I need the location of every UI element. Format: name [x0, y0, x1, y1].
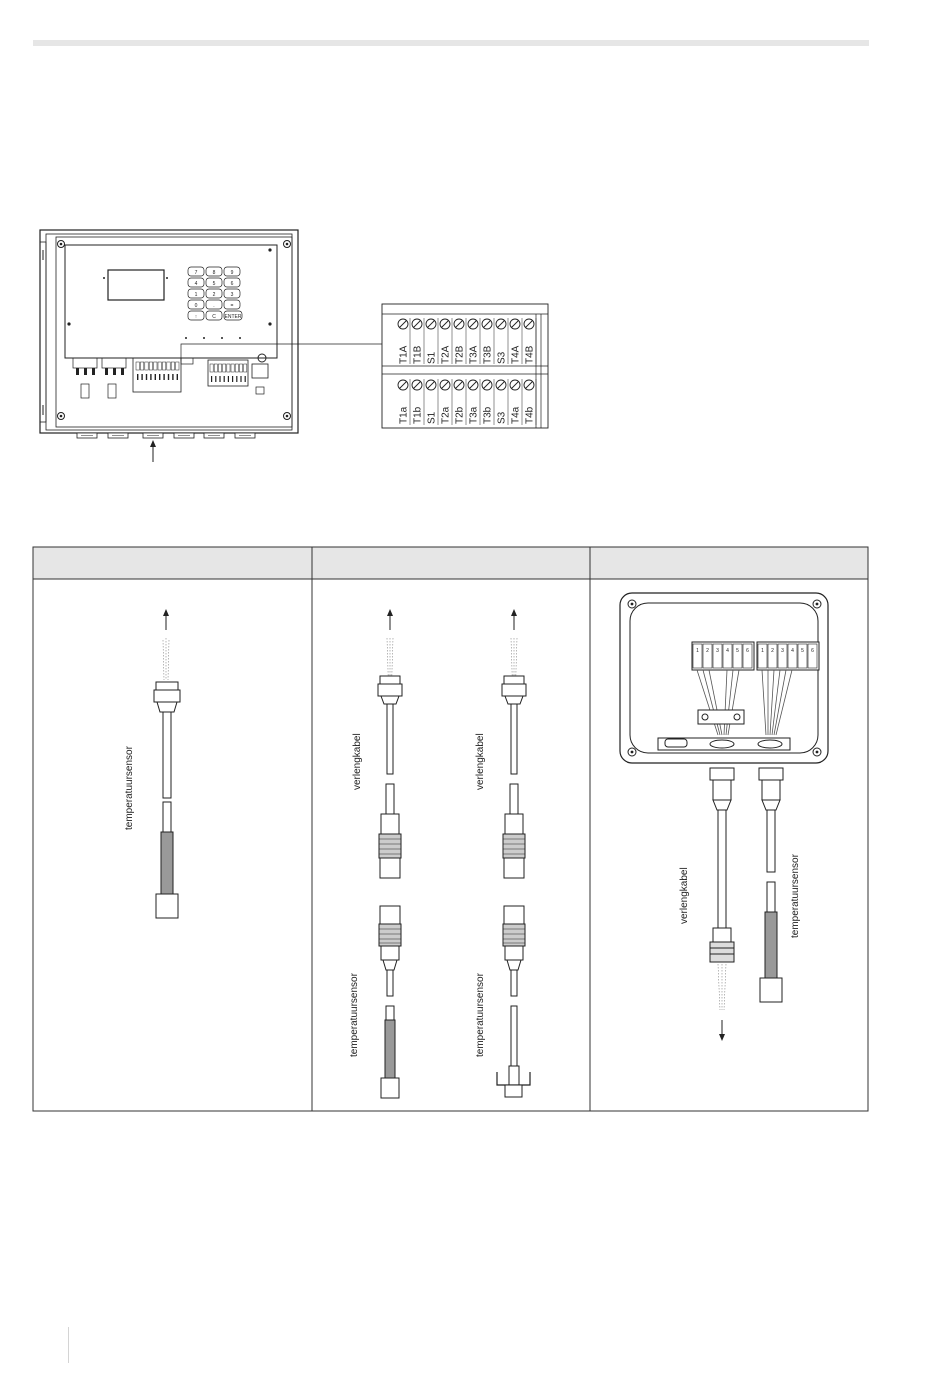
key-10: 0: [188, 300, 204, 309]
key-7: 1: [188, 289, 204, 298]
col2-ext-label-1: verlengkabel: [352, 733, 363, 790]
gland-3: [143, 433, 163, 438]
key-label: 5: [213, 281, 216, 287]
key-label: .: [213, 303, 214, 309]
key-label: 8: [213, 270, 216, 276]
key-6: 6: [224, 278, 240, 287]
header-bar: [33, 40, 869, 46]
terminal-label: T1b: [413, 406, 424, 424]
key-5: 5: [206, 278, 222, 287]
col3-ext-label: verlengkabel: [679, 867, 690, 924]
gland-6: [235, 433, 255, 438]
col2-ext-label-2: verlengkabel: [475, 733, 486, 790]
col3-junction-box: 1 2 3 4 5 6 1 2 3 4 5 6: [620, 593, 828, 763]
arrow-up-icon: [511, 609, 517, 616]
terminal-label: S1: [427, 351, 438, 364]
key-8: 2: [206, 289, 222, 298]
terminal-label: T1B: [413, 345, 424, 364]
gland-5: [204, 433, 224, 438]
key-13: ↑: [188, 311, 204, 320]
cable-glands: [77, 433, 255, 438]
key-label: ENTER: [225, 314, 242, 320]
key-label: 9: [231, 270, 234, 276]
terminal-label: T2B: [455, 345, 466, 364]
key-label: 3: [231, 292, 234, 298]
key-9: 3: [224, 289, 240, 298]
arrow-down-icon: [719, 1034, 725, 1041]
key-label: 4: [195, 281, 198, 287]
terminal-label: T1a: [399, 406, 410, 424]
key-label: 7: [195, 270, 198, 276]
terminal-block-detail: T1AT1BS1T2AT2BT3AT3BS3T4AT4B T1aT1bS1T2a…: [382, 304, 548, 428]
terminal-label: T4A: [511, 345, 522, 364]
key-14: C: [206, 311, 222, 320]
key-11: .: [206, 300, 222, 309]
display-screen: [108, 270, 164, 300]
col1-sensor-label: temperatuursensor: [124, 745, 135, 830]
transmitter-housing: [40, 230, 298, 433]
col3-cables: verlengkabel temperatuursensor: [679, 768, 801, 1041]
key-4: 4: [188, 278, 204, 287]
terminal-label: T2a: [441, 406, 452, 424]
key-label: ↑: [195, 314, 198, 320]
col1-sensor-drawing: temperatuursensor: [124, 609, 180, 918]
gland-1: [77, 433, 97, 438]
jb-terminal-label: 6: [811, 648, 814, 654]
arrow-up-icon: [163, 609, 169, 616]
jb-terminal-label: 3: [781, 648, 784, 654]
gland-4: [174, 433, 194, 438]
terminal-label: T1A: [399, 345, 410, 364]
key-label: 2: [213, 292, 216, 298]
key-3: 9: [224, 267, 240, 276]
terminal-label: T3b: [483, 406, 494, 424]
terminal-label: T4b: [525, 406, 536, 424]
jb-terminal-label: 4: [726, 648, 729, 654]
key-label: =: [231, 303, 234, 309]
key-15: ENTER: [224, 311, 242, 320]
key-12: =: [224, 300, 240, 309]
arrow-up-icon: [387, 609, 393, 616]
jb-terminal-label: 5: [736, 648, 739, 654]
key-2: 8: [206, 267, 222, 276]
jb-terminal-label: 6: [746, 648, 749, 654]
terminal-label: S3: [497, 411, 508, 424]
jb-terminal-label: 3: [716, 648, 719, 654]
terminal-label: T4a: [511, 406, 522, 424]
jb-terminal-label: 2: [771, 648, 774, 654]
col3-sensor-label: temperatuursensor: [790, 853, 801, 938]
key-label: 0: [195, 303, 198, 309]
col2-drawing: verlengkabel verlengkabel temperatuursen…: [349, 609, 530, 1098]
key-label: 6: [231, 281, 234, 287]
table-header-row: [33, 547, 868, 579]
terminal-label: T4B: [525, 345, 536, 364]
jb-terminal-label: 5: [801, 648, 804, 654]
key-1: 7: [188, 267, 204, 276]
terminal-label: T3A: [469, 345, 480, 364]
terminal-label: T2A: [441, 345, 452, 364]
footer-line: [68, 1327, 69, 1363]
terminal-label: T3B: [483, 345, 494, 364]
key-label: 1: [195, 292, 198, 298]
jb-terminal-label: 1: [696, 648, 699, 654]
jb-terminal-label: 2: [706, 648, 709, 654]
keypad: 7 8 9 4 5 6 1 2 3 0. = ↑ C ENTER: [188, 267, 242, 320]
jb-terminal-label: 4: [791, 648, 794, 654]
terminal-label: S3: [497, 351, 508, 364]
terminal-label: T3a: [469, 406, 480, 424]
arrow-up-icon: [150, 440, 156, 447]
terminal-label: S1: [427, 411, 438, 424]
jb-terminal-label: 1: [761, 648, 764, 654]
connection-table: temperatuursensor verlengkabel verlengka…: [0, 540, 950, 1120]
key-label: C: [212, 314, 216, 320]
terminal-label: T2b: [455, 406, 466, 424]
col2-sensor-label-2: temperatuursensor: [475, 972, 486, 1057]
col2-sensor-label-1: temperatuursensor: [349, 972, 360, 1057]
gland-2: [108, 433, 128, 438]
